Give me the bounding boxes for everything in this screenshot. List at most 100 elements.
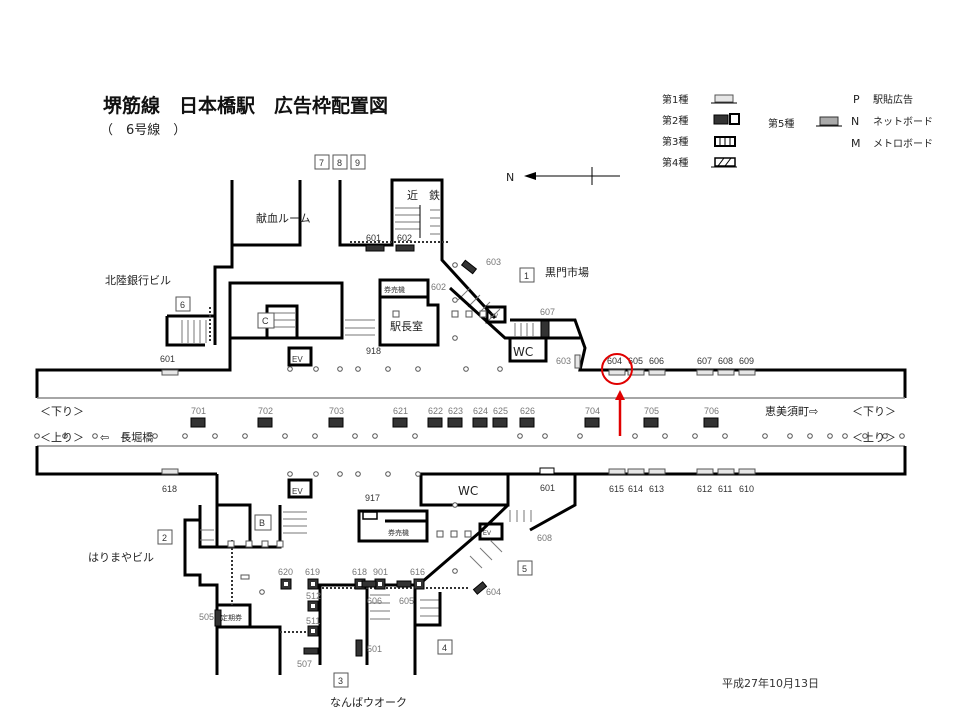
legend-type-4: 第4種 [662, 156, 688, 169]
label-harimaya-building: はりまやビル [88, 551, 154, 564]
type3-ad-icon [714, 136, 736, 147]
legend-code-m: M [851, 137, 861, 150]
column-marker [862, 433, 868, 439]
column-marker [282, 433, 288, 439]
ad-label: 917 [365, 493, 380, 503]
column-marker [355, 366, 361, 372]
label-wc-lower: WC [458, 484, 478, 498]
legend-label-m: メトロボード [873, 138, 933, 150]
column-marker [352, 433, 358, 439]
upper-concourse-ads: 601 602 603 602 607 603 918 601 [160, 233, 581, 376]
ad-label: 501 [367, 644, 382, 654]
column-marker [34, 433, 40, 439]
highlight-circle [601, 353, 633, 385]
exit-9: 9 [355, 158, 360, 168]
ad-label: 609 [739, 356, 754, 366]
label-zone-b: B [259, 518, 265, 528]
ad-label: 620 [278, 567, 293, 577]
column-marker [372, 433, 378, 439]
legend-code-n: N [851, 115, 859, 128]
column-marker [182, 433, 188, 439]
legend-type-5: 第5種 [768, 117, 794, 130]
ticket-gate [436, 530, 444, 538]
exit-5: 5 [522, 564, 527, 574]
ad-label: 601 [540, 483, 555, 493]
columns [34, 262, 905, 595]
column-marker [762, 433, 768, 439]
label-zone-c: C [262, 316, 269, 326]
column-marker [212, 433, 218, 439]
ticket-gate [451, 310, 459, 318]
ad-label: 601 [366, 233, 381, 243]
ticket-gate [479, 310, 487, 318]
ticket-gate [465, 310, 473, 318]
platform-ad-label: 702 [258, 406, 273, 416]
direction-down-right: ＜下り＞ [852, 405, 896, 418]
column-marker [452, 335, 458, 341]
label-wc-upper: WC [513, 345, 533, 359]
column-marker [415, 471, 421, 477]
ad-label: 608 [718, 356, 733, 366]
ad-label: 614 [628, 484, 643, 494]
column-marker [577, 433, 583, 439]
exit-3: 3 [338, 676, 343, 686]
column-marker [722, 433, 728, 439]
column-marker [242, 433, 248, 439]
label-namba-walk: なんばウオーク [330, 696, 407, 709]
legend-label-n: ネットボード [873, 116, 933, 128]
ad-label: 605 [628, 356, 643, 366]
lower-wc-room [419, 472, 510, 507]
svg-text:N: N [506, 171, 514, 184]
legend-code-p: P [853, 93, 860, 106]
ad-label: 613 [649, 484, 664, 494]
ticket-gate [450, 530, 458, 538]
ad-label: 607 [540, 307, 555, 317]
ad-label: 603 [556, 356, 571, 366]
platform-ad-label: 625 [493, 406, 508, 416]
ad-label: 601 [160, 354, 175, 364]
platform-ad-label: 705 [644, 406, 659, 416]
column-marker [882, 433, 888, 439]
column-marker [313, 471, 319, 477]
direction-up-right: ＜上り＞ [852, 431, 896, 444]
platform-ad-label: 624 [473, 406, 488, 416]
platform-ad-mark [190, 417, 206, 428]
highlight-604 [601, 353, 633, 436]
ticket-gate [464, 530, 472, 538]
lower-concourse-ads: 917 620 619 618 901 616 512 511 505 507 … [199, 493, 552, 669]
platform-ad-mark [703, 417, 719, 428]
platform-ad-label: 623 [448, 406, 463, 416]
column-marker [412, 433, 418, 439]
direction-ebisucho: 恵美須町⇨ [765, 404, 818, 418]
upper-wc-room [508, 336, 548, 363]
ad-label: 602 [431, 282, 446, 292]
ticket-gate [276, 540, 284, 548]
column-marker [122, 433, 128, 439]
label-ticket-machine-lower: 券売機 [388, 528, 409, 537]
label-ev-upper: EV [292, 355, 303, 364]
column-marker [62, 433, 68, 439]
type2-ad-icon [713, 113, 740, 125]
ad-label: 615 [609, 484, 624, 494]
column-marker [662, 433, 668, 439]
column-marker [827, 433, 833, 439]
platform-ad-mark [257, 417, 273, 428]
ad-label: 604 [486, 587, 501, 597]
legend-label-p: 駅貼広告 [873, 93, 913, 106]
column-marker [337, 366, 343, 372]
label-kintetsu: 近 鉄 [407, 188, 440, 202]
platform-ad-mark [643, 417, 659, 428]
column-marker [152, 433, 158, 439]
column-marker [632, 433, 638, 439]
ad-label: 606 [649, 356, 664, 366]
exit-markers-789: 7 8 9 [314, 154, 366, 170]
north-arrow-icon: N [506, 167, 620, 185]
ad-label: 606 [367, 596, 382, 606]
legend: 第1種 第2種 第3種 第4種 第5種 P 駅貼広告 N ネットボード M メト… [662, 93, 933, 169]
column-marker [92, 433, 98, 439]
column-marker [692, 433, 698, 439]
label-ev-lower: EV [292, 487, 303, 496]
exit-8: 8 [337, 158, 342, 168]
ad-label: 602 [397, 233, 412, 243]
